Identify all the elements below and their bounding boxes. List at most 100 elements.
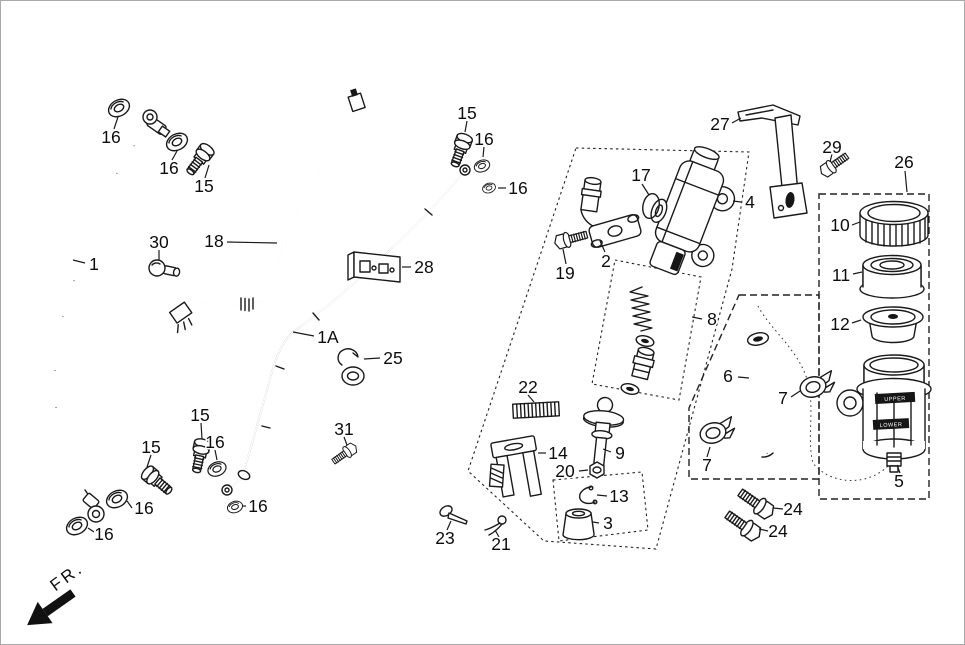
leader-line: [790, 390, 801, 398]
grommet-30: [148, 259, 181, 277]
flange-bolt-31: [329, 440, 360, 468]
sealing-washer: [102, 486, 132, 512]
brake-rod-1a: [221, 164, 471, 496]
leader-line: [527, 394, 535, 403]
pipe-clamp-25: [337, 348, 365, 386]
front-direction-arrow-icon: [27, 589, 76, 626]
adjusting-nut-20: [589, 461, 605, 479]
leader-line: [363, 357, 381, 360]
sealing-washer: [480, 180, 498, 196]
leader-line: [851, 319, 862, 324]
leader-line: [896, 464, 901, 474]
part-label-2: 2: [601, 251, 611, 271]
clevis-joint-14: [488, 435, 542, 498]
reservoir-bracket-27: [737, 104, 808, 219]
leader-line: [204, 164, 210, 179]
leader-line: [171, 150, 178, 161]
leader-line: [113, 116, 119, 130]
part-label-25: 25: [383, 348, 402, 368]
part-label-9: 9: [615, 443, 625, 463]
part-label-6: 6: [723, 366, 733, 386]
leader-line: [343, 436, 348, 446]
part-label-15: 15: [194, 176, 213, 196]
part-label-29: 29: [822, 137, 841, 157]
leader-line: [641, 183, 650, 196]
flange-bolt-19: [552, 226, 590, 252]
leader-line: [904, 170, 908, 193]
assembly-outline-4: [467, 147, 750, 550]
part-label-31: 31: [334, 419, 353, 439]
hose-clamp-7: [696, 415, 738, 447]
leader-line: [482, 146, 485, 158]
leader-line: [562, 248, 567, 265]
part-label-19: 19: [555, 263, 574, 283]
leader-line: [732, 200, 742, 203]
banjo-bolt: [446, 130, 475, 170]
piston-cup: [620, 382, 640, 396]
part-label-16: 16: [474, 129, 493, 149]
master-cylinder-body: [649, 146, 736, 276]
leader-line: [494, 529, 500, 538]
part-label-7: 7: [778, 388, 788, 408]
part-label-16: 16: [134, 498, 153, 518]
part-label-1: 1: [89, 254, 99, 274]
o-ring-17: [642, 192, 660, 220]
banjo-bolt: [138, 463, 177, 499]
part-label-21: 21: [491, 534, 510, 554]
part-label-4: 4: [745, 192, 755, 212]
part-label-14: 14: [548, 443, 568, 463]
hose-routing-dotted-line: [757, 305, 890, 481]
leader-line: [200, 422, 203, 440]
brake-hose-1: [51, 109, 171, 523]
diaphragm-plate-11: [859, 254, 925, 299]
tank-upper-marking: UPPER: [884, 396, 906, 403]
leader-line: [126, 500, 133, 509]
part-label-13: 13: [609, 486, 628, 506]
leader-line: [737, 376, 750, 379]
leader-line: [758, 528, 769, 532]
part-label-15: 15: [457, 103, 476, 123]
part-label-24: 24: [768, 521, 788, 541]
banjo-bolt: [182, 140, 217, 179]
sealing-washer: [62, 513, 92, 539]
part-label-16: 16: [205, 432, 224, 452]
part-label-15: 15: [141, 437, 160, 457]
leader-line: [829, 153, 833, 163]
part-label-24: 24: [783, 499, 803, 519]
assembly-outline-13-3: [552, 471, 649, 542]
part-label-15: 15: [190, 405, 209, 425]
part-label-1A: 1A: [317, 327, 339, 347]
reservoir-hose-6: [743, 332, 774, 458]
piston-spring: [629, 286, 653, 332]
part-label-12: 12: [830, 314, 849, 334]
flange-bolt-24: [734, 484, 779, 523]
leader-line: [72, 259, 86, 264]
part-label-7: 7: [702, 455, 712, 475]
master-piston: [631, 346, 655, 381]
part-label-28: 28: [414, 257, 433, 277]
part-label-16: 16: [248, 496, 267, 516]
leader-line: [706, 446, 711, 458]
assembly-outline-26: [818, 193, 930, 500]
sealing-washer: [471, 157, 493, 175]
sealing-washer: [225, 498, 245, 516]
leader-line: [87, 527, 95, 533]
part-label-20: 20: [555, 461, 575, 481]
leader-line: [578, 469, 589, 472]
part-label-30: 30: [149, 232, 169, 252]
boot-3: [562, 508, 595, 541]
part-label-18: 18: [204, 231, 223, 251]
leader-line: [146, 454, 152, 468]
part-label-11: 11: [832, 265, 850, 285]
snap-ring-13: [578, 485, 598, 505]
sealing-washer: [205, 458, 229, 480]
part-label-5: 5: [894, 471, 904, 491]
leader-line: [464, 120, 468, 133]
tank-lower-marking: LOWER: [880, 422, 903, 429]
leader-line: [446, 520, 452, 531]
part-label-22: 22: [518, 377, 537, 397]
leader-line: [226, 241, 278, 244]
piston-seal: [635, 334, 655, 348]
part-label-8: 8: [707, 309, 717, 329]
